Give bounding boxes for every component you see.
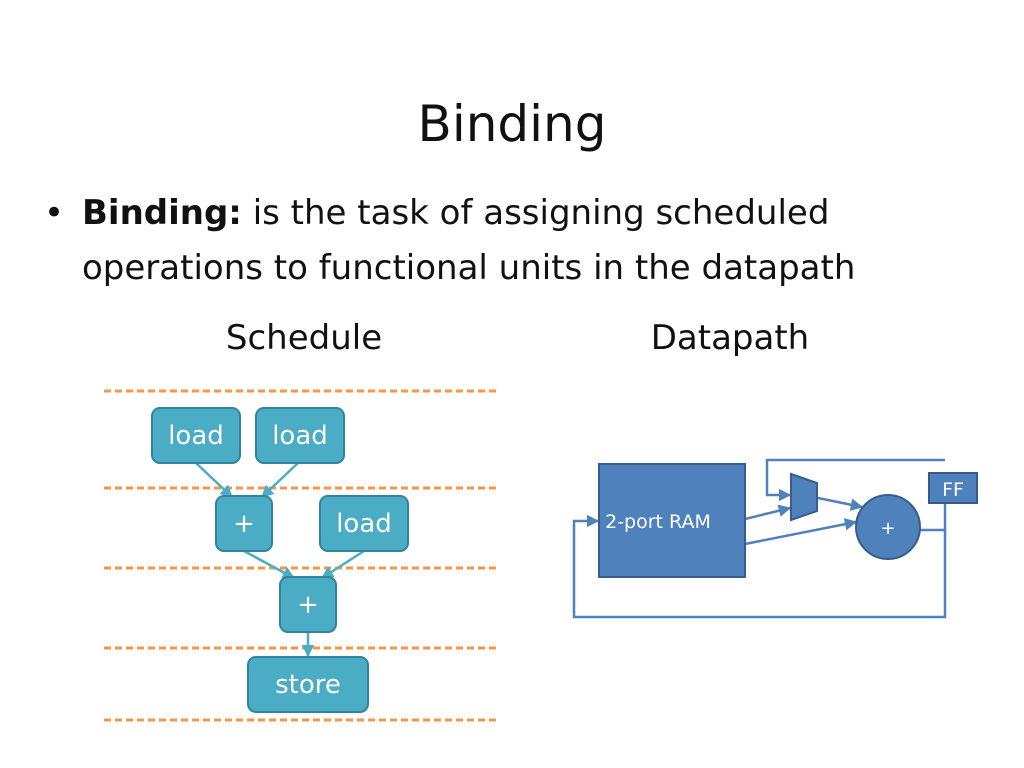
- bullet-term: Binding:: [82, 193, 242, 233]
- schedule-label: Schedule: [225, 318, 383, 358]
- node-load-2: load: [255, 407, 345, 464]
- node-load-1: load: [151, 407, 241, 464]
- edge-load2-add1: [261, 462, 299, 498]
- datapath-wires: [572, 458, 947, 619]
- datapath-label: Datapath: [650, 318, 810, 358]
- node-store: store: [247, 656, 369, 713]
- node-load-1-label: load: [168, 421, 224, 451]
- node-add-1: +: [215, 495, 273, 552]
- wire-ff-mux: [765, 458, 945, 502]
- bullet-text: Binding: is the task of assigning schedu…: [82, 186, 962, 296]
- node-load-2-label: load: [272, 421, 328, 451]
- node-add-2: +: [279, 576, 337, 633]
- ram-block: 2-port RAM: [598, 463, 746, 578]
- ram-label: 2-port RAM: [605, 511, 711, 533]
- edge-load3-add2: [320, 549, 365, 580]
- ff-label: FF: [942, 479, 964, 501]
- wire-adder-ram: [572, 514, 947, 619]
- node-store-label: store: [275, 670, 341, 700]
- wire-ram-mux: [744, 504, 792, 521]
- datapath-components: 2-port RAM + FF: [598, 463, 978, 578]
- node-load-3-label: load: [336, 509, 392, 539]
- bullet-definition: is the task of assigning scheduled opera…: [82, 193, 856, 288]
- slide-title: Binding: [417, 94, 607, 153]
- wire-mux-adder: [817, 496, 864, 511]
- node-load-3: load: [319, 495, 409, 552]
- edge-add1-add2: [243, 549, 296, 580]
- edge-load1-add1: [195, 462, 233, 498]
- mux-block: [790, 472, 818, 522]
- adder-block: +: [855, 494, 921, 560]
- bullet-dot: •: [44, 193, 65, 233]
- node-add-2-label: +: [297, 590, 319, 620]
- schedule-nodes: load load + load + store: [151, 407, 409, 713]
- node-add-1-label: +: [233, 509, 255, 539]
- schedule-edges: [195, 462, 365, 658]
- ff-block: FF: [928, 472, 978, 504]
- adder-label: +: [880, 518, 895, 539]
- wire-ram-adder: [744, 518, 858, 546]
